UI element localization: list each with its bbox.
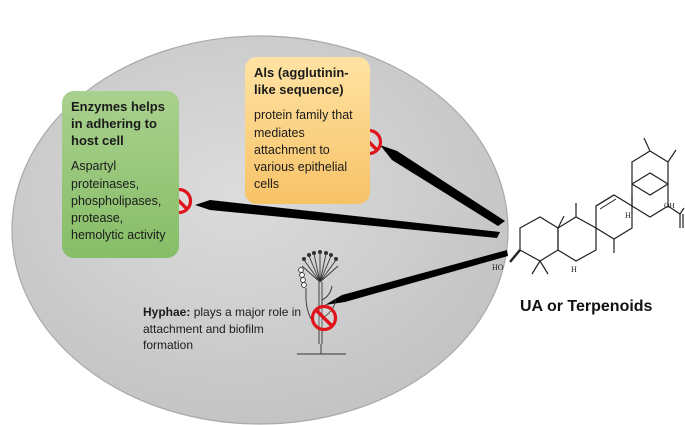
ho-label: HO xyxy=(492,263,504,272)
als-body: protein family that mediates attachment … xyxy=(254,108,353,192)
arrow-to-hyphae xyxy=(325,250,508,305)
enzymes-body: Aspartyl proteinases, phospholipases, pr… xyxy=(71,159,166,243)
hyphae-lead: Hyphae: xyxy=(143,305,191,319)
compound-label: UA or Terpenoids xyxy=(520,298,653,315)
oh-label: OH xyxy=(664,201,675,210)
hyphae-icon xyxy=(297,249,346,355)
arrow-to-als xyxy=(380,145,505,226)
inhibit-icon xyxy=(310,304,338,332)
terpenoid-structure-icon xyxy=(509,137,685,275)
als-title: Als (agglutinin-like sequence) xyxy=(254,65,349,98)
arrow-to-enzymes xyxy=(195,200,500,238)
enzymes-box: Enzymes helps in adhering to host cell A… xyxy=(62,91,179,258)
hyphae-note: Hyphae: plays a major role in attachment… xyxy=(143,304,313,354)
h-label-1: H xyxy=(625,211,631,220)
h-label-2: H xyxy=(571,265,577,274)
als-box: Als (agglutinin-like sequence) protein f… xyxy=(245,57,370,204)
enzymes-title: Enzymes helps in adhering to host cell xyxy=(71,99,165,149)
hyphae-body: plays a major role in attachment and bio… xyxy=(143,305,302,353)
